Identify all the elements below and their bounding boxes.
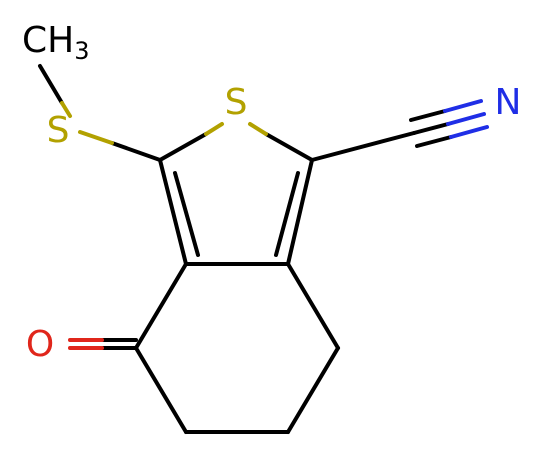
bond-ring-s-c1-half xyxy=(264,132,314,162)
bond-cn-triple-3-colored xyxy=(449,125,489,139)
bond-cn-triple-3 xyxy=(415,135,453,148)
bond-ring-s-c3-half xyxy=(158,132,208,162)
bond-cn-triple-1 xyxy=(412,122,450,135)
bond-c3-c3a xyxy=(158,158,188,266)
bond-ring-s-right-colored xyxy=(248,122,268,136)
bond-c6-c7 xyxy=(286,346,340,434)
colored-bonds xyxy=(60,99,489,350)
bond-c1-c7a xyxy=(286,158,314,266)
bond-thio-s-ch3-half xyxy=(38,64,64,105)
ring-sulfur-label: S xyxy=(225,82,248,123)
methyl-label: CH3 xyxy=(22,20,90,65)
methyl-label-subscript: 3 xyxy=(74,37,89,65)
bond-cn-triple-1-colored xyxy=(446,112,486,126)
bonds xyxy=(38,64,453,434)
nitrile-nitrogen-label: N xyxy=(495,82,522,123)
bond-ring-s-left-colored xyxy=(204,122,224,136)
ketone-oxygen-label: O xyxy=(26,324,54,365)
bond-c1-cn xyxy=(310,131,416,162)
thio-sulfur-label: S xyxy=(47,110,70,151)
bond-cn-triple-2-colored xyxy=(443,99,483,113)
bond-c7-c7a xyxy=(286,262,340,350)
bond-c4-c5 xyxy=(134,346,188,434)
bond-thio-s-c3-colored xyxy=(78,130,114,145)
bond-c3-thio-s-half xyxy=(110,141,162,162)
bond-c3a-c4 xyxy=(134,262,188,350)
bond-cn-triple-2 xyxy=(409,109,447,122)
methyl-label-main: CH xyxy=(22,20,74,61)
atom-labels: S S CH3 N O xyxy=(22,20,521,365)
bond-c3-c3a-inner xyxy=(173,171,200,257)
bond-thio-s-ch3-colored xyxy=(60,101,72,118)
bond-c1-c7a-inner xyxy=(274,171,300,257)
